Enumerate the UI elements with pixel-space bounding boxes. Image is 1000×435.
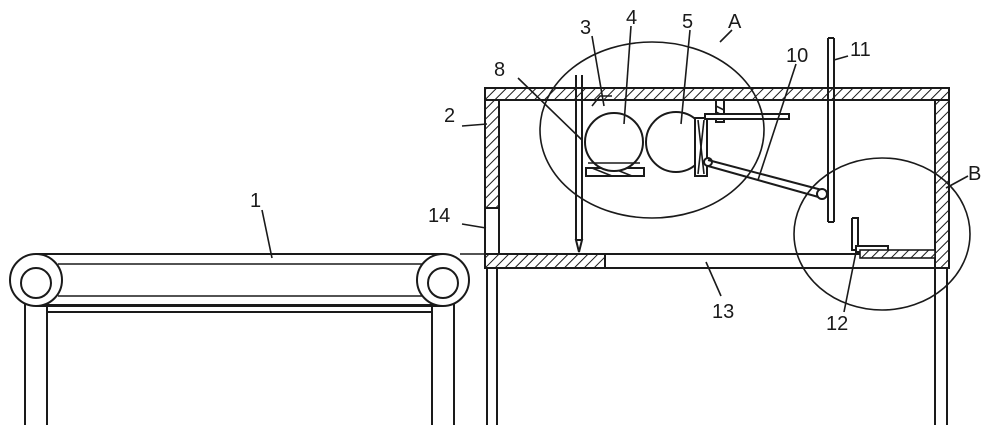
conveyor-roller-left-hub: [20, 267, 52, 299]
detail-a-mechanism: [574, 37, 835, 253]
label-12: 12: [826, 313, 848, 335]
conveyor: [9, 253, 470, 425]
link-pin-bottom: [816, 188, 828, 200]
label-13: 13: [712, 301, 734, 323]
guide-rod-8-tip: [574, 239, 584, 253]
label-2: 2: [444, 105, 455, 127]
label-a: A: [728, 11, 742, 33]
conveyor-roller-right-hub: [427, 267, 459, 299]
label-4: 4: [626, 7, 637, 29]
detail-circle-a: [539, 41, 765, 219]
label-3: 3: [580, 17, 591, 39]
link-pin-top: [703, 157, 713, 167]
leader-lines: [261, 25, 969, 313]
label-8: 8: [494, 59, 505, 81]
housing-floor-left: [484, 253, 606, 269]
label-10: 10: [786, 45, 808, 67]
detail-b-mechanism: [851, 217, 936, 259]
link-rod-10-bottom: [707, 165, 823, 199]
spring-mount: [715, 99, 725, 123]
label-1: 1: [250, 190, 261, 212]
label-5: 5: [682, 11, 693, 33]
label-11: 11: [850, 39, 871, 61]
housing-right-wall: [934, 99, 950, 269]
arm-3: [591, 95, 612, 107]
label-14: 14: [428, 205, 450, 227]
roller-4: [584, 112, 644, 172]
detail-circle-b: [793, 157, 971, 311]
horizontal-bar: [704, 113, 790, 120]
rack-teeth: [859, 249, 936, 259]
link-rod-10-top: [707, 159, 823, 191]
housing-top-wall: [484, 87, 950, 101]
label-b: B: [968, 163, 981, 185]
housing-left-wall: [484, 99, 500, 209]
